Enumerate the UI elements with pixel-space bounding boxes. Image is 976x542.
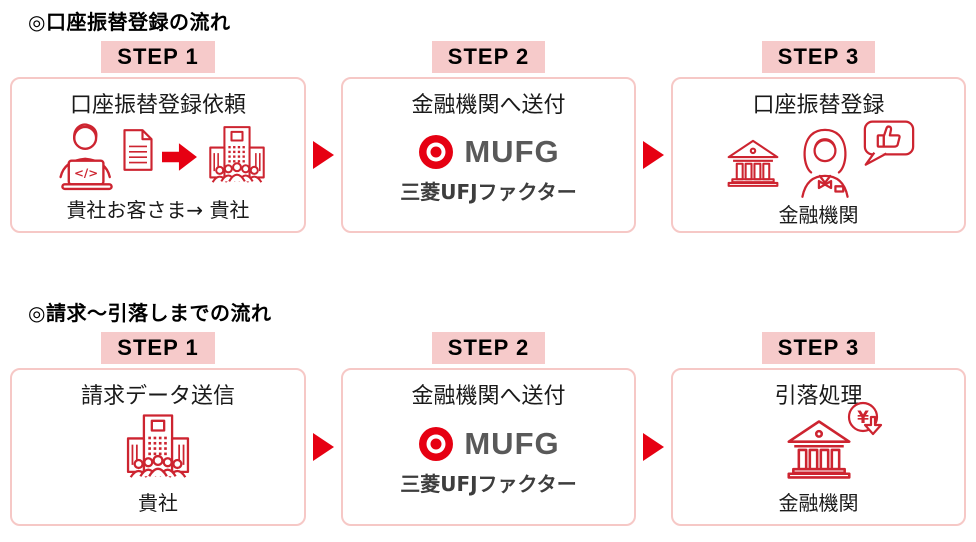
section-title: ◎請求〜引落しまでの流れ <box>28 301 272 325</box>
box-debit-processing: 引落処理 <box>671 368 966 526</box>
mufg-company-name: 三菱UFJファクター <box>400 472 577 496</box>
section-billing-to-debit-flow: ◎請求〜引落しまでの流れ STEP 1 STEP 2 STEP 3 請求データ送… <box>0 291 976 526</box>
box-title: 口座振替登録依頼 <box>69 93 246 118</box>
box-title: 口座振替登録 <box>752 93 885 118</box>
company-building-icon <box>204 124 270 190</box>
svg-text:</>: </> <box>74 166 98 180</box>
company-building-icon <box>121 412 195 486</box>
box-billing-data-send: 請求データ送信 <box>10 368 306 526</box>
box-send-to-financial-institution: 金融機関へ送付 MUFG 三菱UFJファクター <box>341 368 636 526</box>
step-3-label: STEP 3 <box>761 41 876 73</box>
flow-arrow-icon <box>313 433 334 461</box>
mufg-logo-icon <box>417 133 455 171</box>
mufg-logo-icon <box>417 425 455 463</box>
box-caption: 金融機関 <box>778 491 859 515</box>
document-icon <box>120 127 156 173</box>
box-title: 金融機関へ送付 <box>411 384 566 409</box>
icon-cluster: ¥ <box>673 401 964 487</box>
red-arrow-icon <box>162 142 198 172</box>
box-send-to-financial-institution: 金融機関へ送付 MUFG 三菱UFJファクター <box>341 77 636 233</box>
steps-row: STEP 1 STEP 2 STEP 3 <box>10 332 976 364</box>
box-caption: 貴社 <box>138 491 178 515</box>
steps-row: STEP 1 STEP 2 STEP 3 <box>10 41 976 73</box>
flow-boxes-row: 口座振替登録依頼 </> <box>10 77 976 233</box>
box-debit-registration: 口座振替登録 <box>671 77 966 233</box>
mufg-logo-block: MUFG 三菱UFJファクター <box>400 119 577 231</box>
svg-text:¥: ¥ <box>857 408 869 428</box>
section-title: ◎口座振替登録の流れ <box>28 10 231 34</box>
flow-arrow-icon <box>643 433 664 461</box>
box-caption: 貴社お客さま→ 貴社 <box>66 198 250 222</box>
speech-bubble-thumbs-up-icon <box>862 119 916 169</box>
box-title: 請求データ送信 <box>80 384 235 409</box>
flow-arrow-icon <box>643 141 664 169</box>
step-2-label: STEP 2 <box>431 332 546 364</box>
box-caption: 金融機関 <box>778 203 859 227</box>
mufg-company-name: 三菱UFJファクター <box>400 180 577 204</box>
step-3-label: STEP 3 <box>761 332 876 364</box>
box-title: 金融機関へ送付 <box>411 93 566 118</box>
mufg-logo-block: MUFG 三菱UFJファクター <box>400 410 577 524</box>
icon-cluster <box>12 410 304 487</box>
flow-arrow-icon <box>313 141 334 169</box>
receptionist-icon <box>792 125 858 199</box>
bank-icon <box>722 136 784 190</box>
icon-cluster <box>673 119 964 199</box>
mufg-logo-text: MUFG <box>464 426 560 461</box>
person-laptop-icon: </> <box>46 122 128 192</box>
yen-withdrawal-icon: ¥ <box>844 400 888 444</box>
step-1-label: STEP 1 <box>101 41 215 73</box>
section-debit-registration-flow: ◎口座振替登録の流れ STEP 1 STEP 2 STEP 3 口座振替登録依頼… <box>0 0 976 233</box>
flow-boxes-row: 請求データ送信 <box>10 368 976 526</box>
mufg-logo-text: MUFG <box>464 134 560 169</box>
step-2-label: STEP 2 <box>431 41 546 73</box>
bank-icon: ¥ <box>780 401 882 482</box>
step-1-label: STEP 1 <box>101 332 215 364</box>
box-title: 引落処理 <box>774 384 863 409</box>
icon-cluster: </> <box>12 119 304 194</box>
box-debit-registration-request: 口座振替登録依頼 </> <box>10 77 306 233</box>
